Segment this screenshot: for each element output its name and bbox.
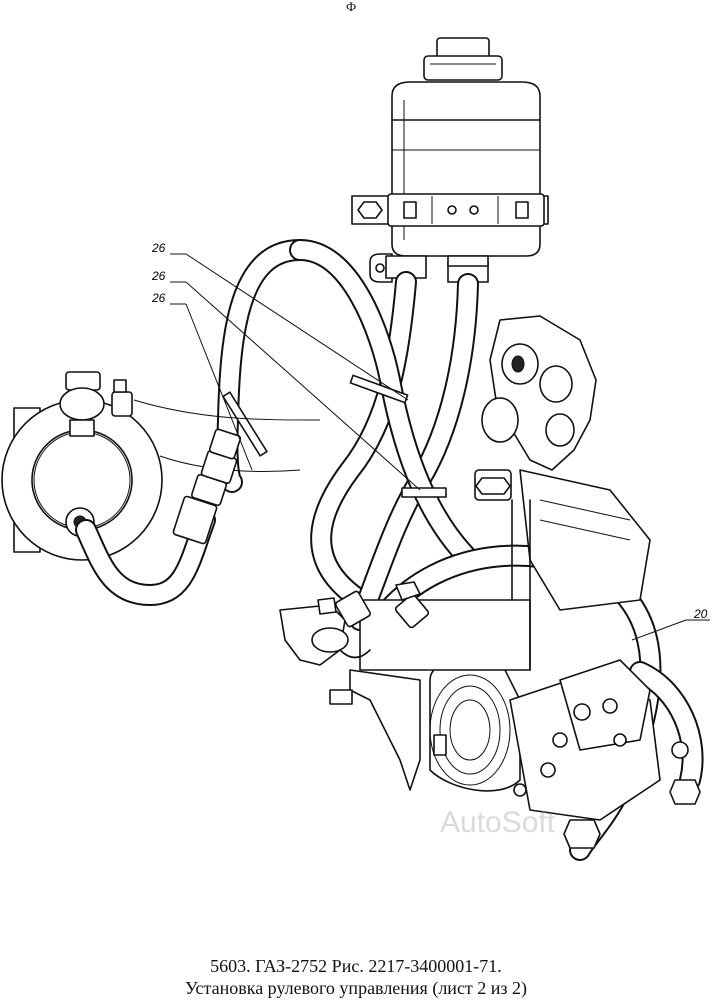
watermark: AutoSoft: [440, 806, 556, 839]
callout-labels: 26 26 26 20: [151, 241, 708, 621]
filter-outlet-tube: [75, 428, 242, 606]
callout-leaders: [170, 253, 710, 641]
figure-caption-line1: 5603. ГАЗ-2752 Рис. 2217-3400001-71.: [210, 956, 502, 976]
view-label: Ф: [346, 0, 357, 14]
hose-fittings: [317, 581, 430, 629]
callout-26-c: 26: [151, 291, 166, 305]
fluid-reservoir: [351, 37, 549, 283]
figure-caption-line2: Установка рулевого управления (лист 2 из…: [184, 978, 528, 998]
power-steering-pump: [429, 655, 701, 849]
callout-26-a: 26: [151, 241, 166, 255]
hose-clips: [222, 374, 447, 498]
steering-gear-body: [474, 315, 651, 611]
steering-assembly-drawing: 26 26 26 20: [1, 37, 710, 861]
callout-26-b: 26: [151, 269, 166, 283]
callout-20: 20: [693, 607, 708, 621]
hydraulic-filter-housing: [1, 371, 321, 561]
